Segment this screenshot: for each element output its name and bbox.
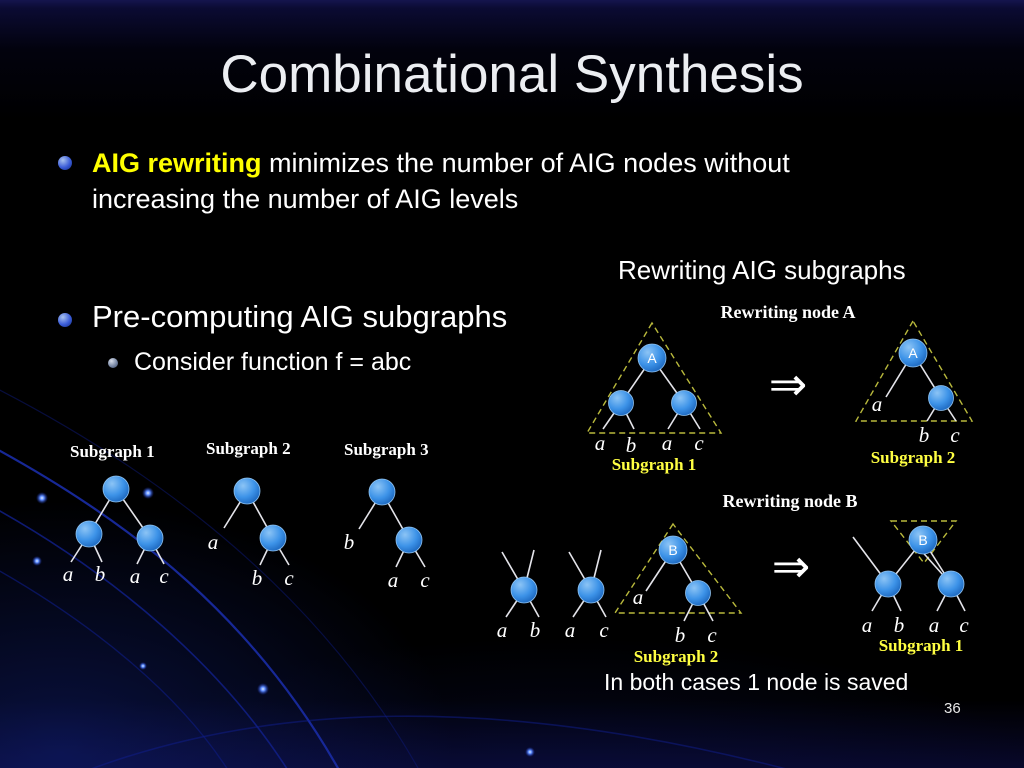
leaf-label: a	[63, 562, 74, 586]
page-number: 36	[944, 700, 961, 717]
leaf-label: a	[595, 431, 606, 455]
aig-node	[928, 385, 954, 411]
subgraph-label: Subgraph 2	[634, 647, 719, 666]
glow-dots	[32, 487, 535, 757]
bullet-rest-text: minimizes the number of AIG nodes withou…	[92, 148, 790, 214]
bullet-icon	[58, 156, 72, 170]
leaf-label: a	[565, 618, 576, 642]
subgraph-3-diagram: Subgraph 3 b a c	[344, 440, 431, 592]
leaf-label: a	[872, 392, 883, 416]
leaf-label: b	[919, 423, 930, 447]
leaf-label: c	[284, 566, 294, 590]
bullet-aig-rewriting: AIG rewriting minimizes the number of AI…	[92, 146, 874, 218]
leaf-label: a	[497, 618, 508, 642]
subgraph-label: Subgraph 2	[871, 448, 956, 467]
aig-node	[510, 576, 538, 604]
aig-node	[75, 520, 103, 548]
leaf-label: b	[530, 618, 541, 642]
rewrite-node-b-diagram: Rewriting node B a b a c	[497, 491, 970, 666]
dashed-subgraph-outline	[613, 522, 743, 614]
sub-bullet-consider-function: Consider function f = abc	[134, 348, 412, 376]
node-a-label: A	[908, 345, 918, 361]
node-a	[898, 338, 928, 368]
bullet-precomputing: Pre-computing AIG subgraphs	[92, 299, 508, 334]
leaf-label: a	[130, 564, 141, 588]
aig-node	[259, 524, 287, 552]
node-b	[908, 525, 938, 555]
subgraph-2-diagram: Subgraph 2 a b c	[206, 439, 294, 590]
aig-node	[395, 526, 423, 554]
leaf-label: b	[675, 623, 686, 647]
leaf-label: a	[208, 530, 219, 554]
slide-title: Combinational Synthesis	[220, 45, 804, 104]
dashed-subgraph-outline	[585, 321, 723, 434]
subgraph-3-title: Subgraph 3	[344, 440, 429, 459]
aig-node	[233, 477, 261, 505]
node-a-label: A	[647, 350, 657, 366]
heading-rewriting-aig-subgraphs: Rewriting AIG subgraphs	[618, 255, 906, 285]
leaf-label: c	[694, 431, 704, 455]
node-b	[658, 535, 688, 565]
leaf-label: c	[707, 623, 717, 647]
leaf-label: c	[950, 423, 960, 447]
leaf-label: c	[599, 618, 609, 642]
rewrite-node-a-diagram: Rewriting node A A a b a c Subgraph 1 ⇒	[585, 302, 974, 474]
node-a	[637, 343, 667, 373]
dashed-subgraph-outline	[889, 520, 958, 565]
leaf-label: b	[626, 433, 637, 457]
rewrite-b-title: Rewriting node B	[723, 491, 858, 511]
leaf-label: a	[862, 613, 873, 637]
leaf-label: c	[159, 564, 169, 588]
leaf-label: a	[662, 431, 673, 455]
leaf-label: a	[929, 613, 940, 637]
subgraph-label: Subgraph 1	[612, 455, 697, 474]
aig-node	[136, 524, 164, 552]
dashed-subgraph-outline	[854, 319, 974, 422]
bullet-highlight-text: AIG rewriting	[92, 148, 262, 178]
aig-node	[937, 570, 965, 598]
node-b-label: B	[918, 532, 927, 548]
leaf-label: b	[252, 566, 263, 590]
aig-node	[102, 475, 130, 503]
subgraph-2-title: Subgraph 2	[206, 439, 291, 458]
implies-arrow-icon: ⇒	[769, 357, 808, 411]
leaf-label: a	[388, 568, 399, 592]
leaf-label: c	[959, 613, 969, 637]
bottom-note: In both cases 1 node is saved	[604, 669, 909, 695]
subgraph-1-title: Subgraph 1	[70, 442, 155, 461]
leaf-label: b	[344, 530, 355, 554]
subgraph-1-diagram: Subgraph 1 a b a c	[63, 442, 170, 588]
bullet-icon	[58, 313, 72, 327]
implies-arrow-icon: ⇒	[772, 539, 811, 593]
leaf-label: b	[894, 613, 905, 637]
leaf-label: c	[420, 568, 430, 592]
aig-node	[671, 390, 697, 416]
aig-node	[368, 478, 396, 506]
sub-bullet-icon	[108, 358, 118, 368]
subgraph-label: Subgraph 1	[879, 636, 964, 655]
rewrite-a-title: Rewriting node A	[721, 302, 856, 322]
aig-node	[874, 570, 902, 598]
aig-node	[608, 390, 634, 416]
leaf-label: a	[633, 585, 644, 609]
aig-node	[685, 580, 711, 606]
aig-node	[577, 576, 605, 604]
leaf-label: b	[95, 562, 106, 586]
swoosh-curves	[0, 389, 786, 768]
node-b-label: B	[668, 542, 677, 558]
